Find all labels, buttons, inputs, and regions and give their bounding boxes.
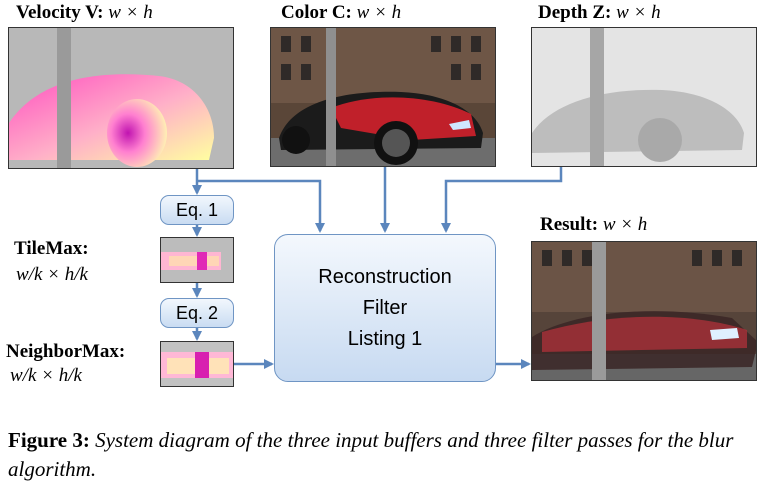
arrow-velocity-filter [197, 179, 325, 233]
neighbormax-dims: w/k × h/k [10, 365, 82, 386]
reconstruction-filter-box: Reconstruction Filter Listing 1 [274, 234, 496, 382]
filter-line-1: Reconstruction [318, 265, 452, 288]
figure-caption: Figure 3: System diagram of the three in… [8, 426, 758, 484]
caption-label: Figure 3: [8, 428, 90, 452]
depth-label: Depth Z: w × h [538, 2, 661, 23]
tilemax-dims: w/k × h/k [16, 264, 88, 285]
tilemax-label: TileMax: [14, 238, 89, 259]
eq1-box: Eq. 1 [160, 195, 234, 225]
velocity-buffer-image [8, 27, 234, 169]
eq2-box: Eq. 2 [160, 298, 234, 328]
result-label: Result: w × h [540, 214, 648, 235]
neighbormax-label: NeighborMax: [6, 341, 126, 362]
tilemax-image [160, 237, 234, 283]
caption-text: System diagram of the three input buffer… [8, 428, 734, 481]
result-image [531, 241, 757, 381]
depth-buffer-image [531, 27, 757, 167]
color-label: Color C: w × h [281, 2, 402, 23]
neighbormax-image [160, 341, 234, 387]
filter-line-3: Listing 1 [347, 327, 423, 350]
velocity-label: Velocity V: w × h [16, 2, 153, 23]
filter-line-2: Filter [362, 296, 408, 319]
arrow-depth-filter [441, 167, 563, 233]
color-buffer-image [270, 27, 496, 167]
